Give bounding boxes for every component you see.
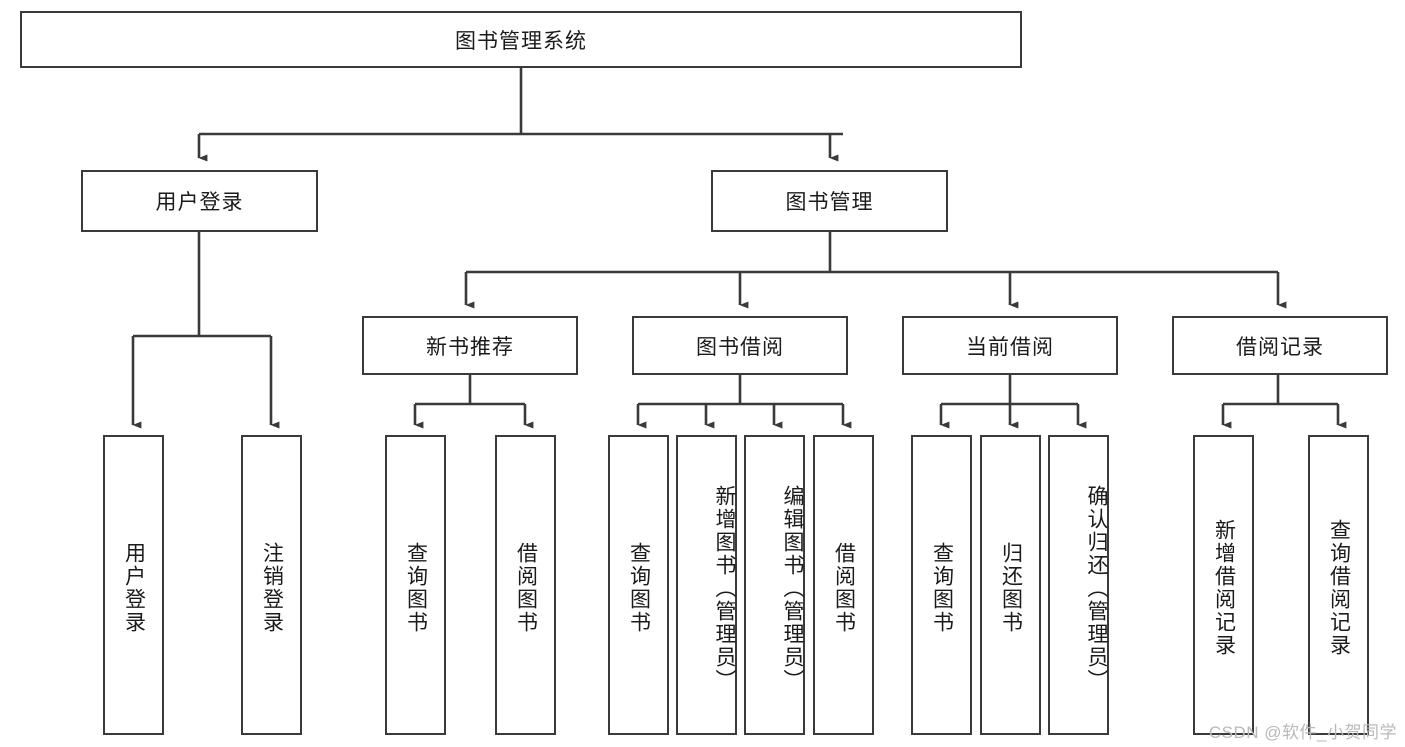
leaf-query-record-label: 查询借阅记录	[1327, 519, 1351, 657]
leaf-borrow-book-a[interactable]: 借阅图书	[495, 435, 556, 735]
node-new-book-recommend-label: 新书推荐	[426, 335, 514, 359]
node-current-borrow-label: 当前借阅	[966, 335, 1054, 359]
leaf-confirm-return[interactable]: 确认归还（管理员）	[1048, 435, 1109, 735]
node-book-borrow-label: 图书借阅	[696, 335, 784, 359]
leaf-query-book-b[interactable]: 查询图书	[608, 435, 669, 735]
node-root-label: 图书管理系统	[455, 29, 587, 53]
leaf-query-book-c-label: 查询图书	[930, 542, 954, 634]
leaf-edit-book-label: 编辑图书（管理员）	[781, 484, 804, 692]
leaf-add-record[interactable]: 新增借阅记录	[1193, 435, 1254, 735]
leaf-logout-label: 注销登录	[260, 542, 284, 634]
node-new-book-recommend[interactable]: 新书推荐	[362, 316, 578, 375]
leaf-user-login[interactable]: 用户登录	[103, 435, 164, 735]
node-user-login[interactable]: 用户登录	[81, 170, 318, 232]
node-borrow-record-label: 借阅记录	[1236, 335, 1324, 359]
leaf-query-book-a[interactable]: 查询图书	[385, 435, 446, 735]
node-user-login-label: 用户登录	[155, 191, 244, 214]
leaf-add-book[interactable]: 新增图书（管理员）	[676, 435, 737, 735]
leaf-query-book-c[interactable]: 查询图书	[911, 435, 972, 735]
leaf-add-record-label: 新增借阅记录	[1212, 519, 1236, 657]
csdn-watermark: CSDN @软件_小贺同学	[1208, 723, 1397, 742]
leaf-borrow-book-b-label: 借阅图书	[832, 542, 856, 634]
leaf-return-book[interactable]: 归还图书	[980, 435, 1041, 735]
node-book-manage[interactable]: 图书管理	[711, 170, 948, 232]
leaf-edit-book[interactable]: 编辑图书（管理员）	[744, 435, 805, 735]
leaf-borrow-book-b[interactable]: 借阅图书	[813, 435, 874, 735]
leaf-return-book-label: 归还图书	[999, 542, 1023, 634]
node-book-manage-label: 图书管理	[785, 191, 874, 214]
node-root[interactable]: 图书管理系统	[20, 11, 1022, 68]
leaf-user-login-label: 用户登录	[122, 542, 146, 634]
leaf-logout[interactable]: 注销登录	[241, 435, 302, 735]
leaf-query-record[interactable]: 查询借阅记录	[1308, 435, 1369, 735]
node-book-borrow[interactable]: 图书借阅	[632, 316, 848, 375]
leaf-query-book-b-label: 查询图书	[627, 542, 651, 634]
leaf-borrow-book-a-label: 借阅图书	[514, 542, 538, 634]
leaf-add-book-label: 新增图书（管理员）	[713, 484, 736, 692]
node-current-borrow[interactable]: 当前借阅	[902, 316, 1118, 375]
leaf-confirm-return-label: 确认归还（管理员）	[1085, 484, 1108, 692]
leaf-query-book-a-label: 查询图书	[404, 542, 428, 634]
node-borrow-record[interactable]: 借阅记录	[1172, 316, 1388, 375]
